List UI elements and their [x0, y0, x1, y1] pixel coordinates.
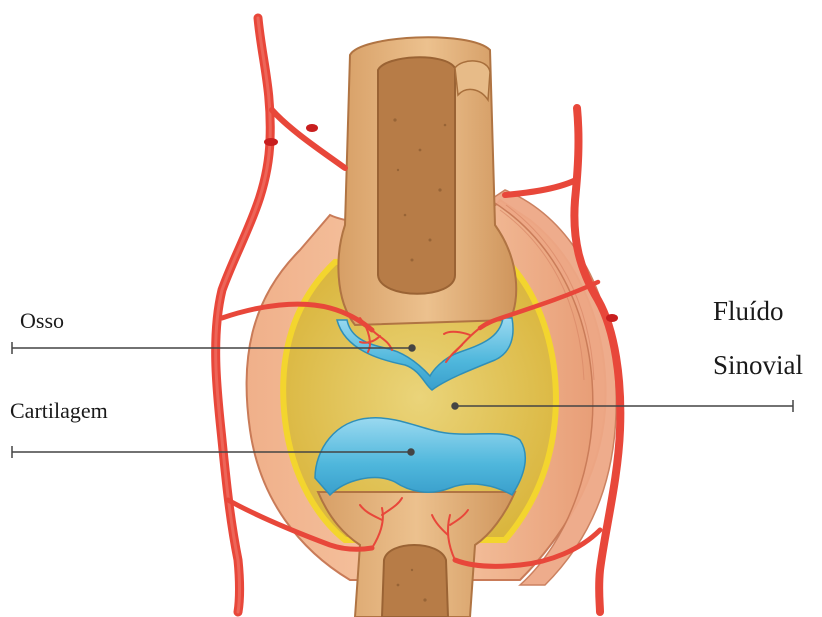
label-cartilagem: Cartilagem	[10, 398, 108, 424]
label-osso: Osso	[20, 308, 64, 334]
osso-leader-dot	[409, 345, 415, 351]
cartilagem-leader-dot	[408, 449, 414, 455]
label-sinovial: Sinovial	[713, 350, 803, 381]
fluido-leader-dot	[452, 403, 458, 409]
label-fluido: Fluído	[713, 296, 784, 327]
upper-bone	[338, 37, 516, 325]
